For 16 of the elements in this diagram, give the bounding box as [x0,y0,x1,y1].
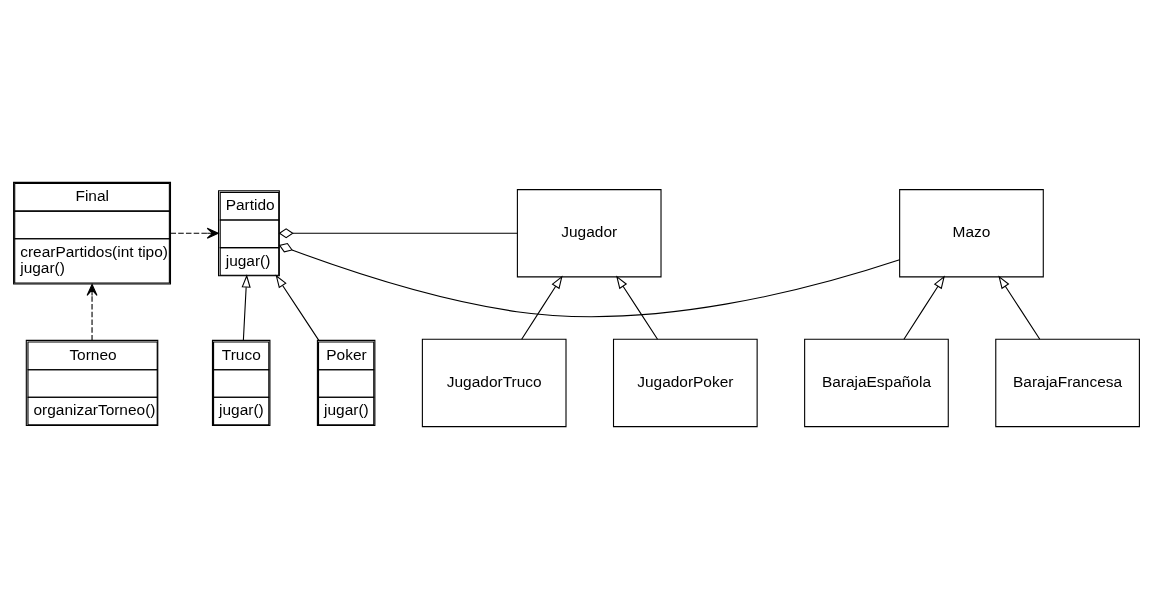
arrow [521,275,563,340]
arrow [169,227,219,239]
arrow [275,274,320,341]
node-box: JugadorTruco [421,338,567,428]
node-box: Mazo [899,189,1044,278]
connector [278,242,901,318]
node-box: JugadorPoker [612,338,758,428]
node-box: Jugador [516,189,662,278]
connector [278,228,518,239]
arrow [616,275,659,340]
node-box: BarajaFrancesa [995,338,1140,428]
arrow [998,275,1041,340]
arrow [903,275,945,340]
arrow [241,274,251,341]
arrow [86,283,98,341]
node-box: BarajaEspañola [804,338,949,428]
